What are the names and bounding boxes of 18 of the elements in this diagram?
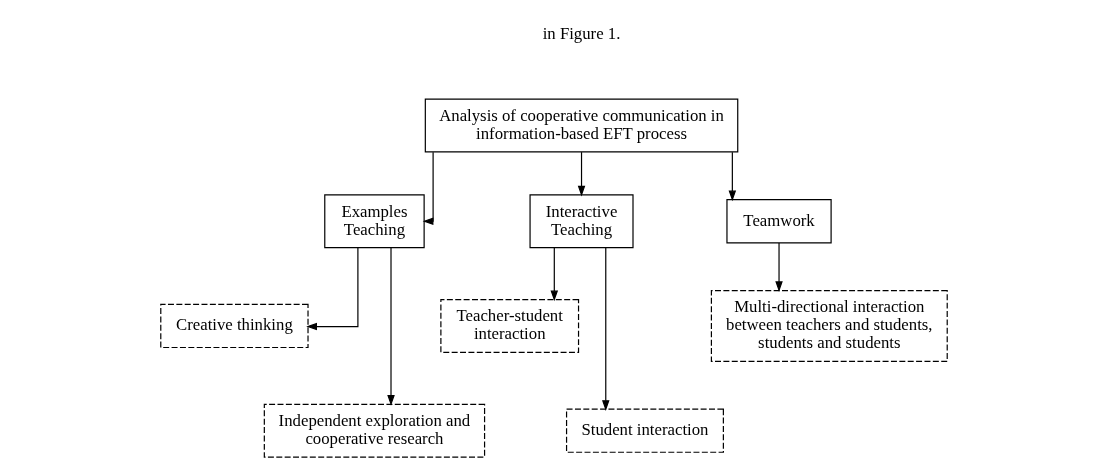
node-box: Creative thinking — [160, 303, 309, 349]
arrow — [550, 247, 559, 302]
arrow — [577, 151, 586, 197]
arrow — [306, 247, 359, 331]
node-box: Teacher-student interaction — [440, 299, 580, 353]
node-box: Student interaction — [565, 408, 724, 453]
arrow — [387, 247, 395, 406]
node-box: Independent exploration and cooperative research — [263, 403, 486, 458]
arrow — [602, 247, 610, 411]
node-box: Teamwork — [726, 199, 832, 244]
label: in Figure 1. — [542, 23, 621, 43]
arrow — [422, 151, 434, 225]
arrow — [728, 151, 737, 202]
node-box: Examples Teaching — [324, 194, 425, 249]
node-box: Analysis of cooperative communication in information-based EFT process — [424, 98, 739, 153]
node-box: Interactive Teaching — [529, 194, 634, 249]
arrow — [775, 242, 783, 293]
node-box: Multi-directional interaction between teachers and students, students and students — [710, 290, 948, 362]
